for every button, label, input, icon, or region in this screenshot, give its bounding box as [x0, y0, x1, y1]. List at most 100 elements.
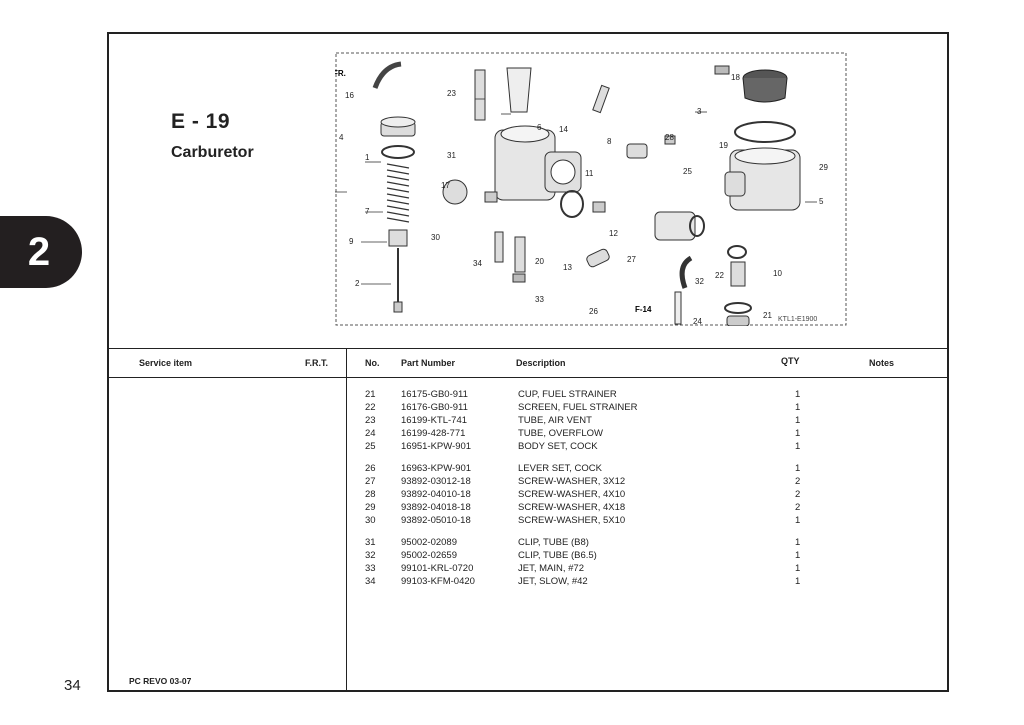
row-no: 22 [365, 402, 376, 413]
table-row: 26 16963-KPW-901 LEVER SET, COCK 1 [361, 463, 821, 476]
callout-27: 27 [627, 255, 636, 264]
row-description: SCREW-WASHER, 3X12 [518, 476, 626, 487]
row-qty: 1 [795, 563, 801, 574]
callout-26: 26 [589, 307, 598, 316]
row-no: 30 [365, 515, 376, 526]
callout-3: 3 [697, 107, 702, 116]
callout-20: 20 [535, 257, 544, 266]
row-part-number: 99101-KRL-0720 [401, 563, 474, 574]
page-frame: E - 19 Carburetor FR. [107, 32, 949, 692]
callout-6: 6 [537, 123, 542, 132]
row-qty: 1 [795, 428, 801, 439]
row-qty: 1 [795, 463, 801, 474]
header-no: No. [365, 358, 380, 368]
parts-list: 21 16175-GB0-911 CUP, FUEL STRAINER 1 22… [361, 389, 821, 589]
row-no: 32 [365, 550, 376, 561]
callout-28: 28 [665, 133, 674, 142]
table-row: 24 16199-428-771 TUBE, OVERFLOW 1 [361, 428, 821, 441]
callout-34: 34 [473, 259, 482, 268]
callout-29: 29 [819, 163, 828, 172]
row-description: TUBE, AIR VENT [518, 415, 592, 426]
callout-5: 5 [819, 197, 824, 206]
callout-25: 25 [683, 167, 692, 176]
row-qty: 2 [795, 476, 801, 487]
row-part-number: 93892-04018-18 [401, 502, 471, 513]
row-part-number: 16199-428-771 [401, 428, 466, 439]
callout-10: 10 [773, 269, 782, 278]
callout-7: 7 [365, 207, 370, 216]
callout-13: 13 [563, 263, 572, 272]
callout-11: 11 [585, 169, 594, 178]
row-description: SCREW-WASHER, 4X10 [518, 489, 626, 500]
table-row: 27 93892-03012-18 SCREW-WASHER, 3X12 2 [361, 476, 821, 489]
callout-30: 30 [431, 233, 440, 242]
table-column-divider [346, 348, 347, 692]
callout-33: 33 [535, 295, 544, 304]
table-row: 32 95002-02659 CLIP, TUBE (B6.5) 1 [361, 550, 821, 563]
row-part-number: 93892-03012-18 [401, 476, 471, 487]
row-no: 25 [365, 441, 376, 452]
callout-12: 12 [609, 229, 618, 238]
row-qty: 1 [795, 537, 801, 548]
row-no: 31 [365, 537, 376, 548]
table-row: 21 16175-GB0-911 CUP, FUEL STRAINER 1 [361, 389, 821, 402]
row-description: TUBE, OVERFLOW [518, 428, 603, 439]
row-qty: 2 [795, 489, 801, 500]
row-description: SCREEN, FUEL STRAINER [518, 402, 638, 413]
header-notes: Notes [869, 358, 895, 368]
callout-23: 23 [447, 89, 456, 98]
row-description: CLIP, TUBE (B8) [518, 537, 589, 548]
row-qty: 1 [795, 389, 801, 400]
row-part-number: 16951-KPW-901 [401, 441, 472, 452]
table-row: 28 93892-04010-18 SCREW-WASHER, 4X10 2 [361, 489, 821, 502]
row-no: 23 [365, 415, 376, 426]
row-description: LEVER SET, COCK [518, 463, 602, 474]
row-qty: 1 [795, 550, 801, 561]
callout-8: 8 [607, 137, 612, 146]
row-qty: 1 [795, 576, 801, 587]
row-no: 27 [365, 476, 376, 487]
row-part-number: 95002-02659 [401, 550, 457, 561]
row-part-number: 16199-KTL-741 [401, 415, 468, 426]
page-number: 34 [64, 677, 81, 694]
row-qty: 1 [795, 515, 801, 526]
header-part-number: Part Number [401, 358, 456, 368]
table-row: 22 16176-GB0-911 SCREEN, FUEL STRAINER 1 [361, 402, 821, 415]
view-label: F-14 [635, 305, 652, 314]
header-service-item: Service item [139, 358, 193, 368]
row-part-number: 16963-KPW-901 [401, 463, 472, 474]
callout-31: 31 [447, 151, 456, 160]
carburetor-exploded-diagram: FR. [335, 52, 847, 326]
table-row: 34 99103-KFM-0420 JET, SLOW, #42 1 [361, 576, 821, 589]
table-row: 33 99101-KRL-0720 JET, MAIN, #72 1 [361, 563, 821, 576]
row-description: SCREW-WASHER, 4X18 [518, 502, 626, 513]
callout-17: 17 [441, 181, 450, 190]
row-qty: 2 [795, 502, 801, 513]
chapter-tab: 2 [0, 216, 82, 288]
callout-19: 19 [719, 141, 728, 150]
row-part-number: 93892-05010-18 [401, 515, 471, 526]
row-part-number: 16175-GB0-911 [401, 389, 468, 400]
row-description: JET, MAIN, #72 [518, 563, 584, 574]
row-no: 29 [365, 502, 376, 513]
row-qty: 1 [795, 402, 801, 413]
row-description: CUP, FUEL STRAINER [518, 389, 617, 400]
row-no: 33 [365, 563, 376, 574]
table-top-rule [109, 348, 947, 349]
header-qty: QTY [781, 356, 800, 366]
callout-22: 22 [715, 271, 724, 280]
table-row: 23 16199-KTL-741 TUBE, AIR VENT 1 [361, 415, 821, 428]
row-no: 21 [365, 389, 376, 400]
row-qty: 1 [795, 415, 801, 426]
callout-32: 32 [695, 277, 704, 286]
table-row: 30 93892-05010-18 SCREW-WASHER, 5X10 1 [361, 515, 821, 528]
model-footer: PC REVO 03-07 [129, 676, 192, 686]
row-no: 26 [365, 463, 376, 474]
callout-9: 9 [349, 237, 354, 246]
table-header-rule [109, 377, 947, 378]
callout-16: 16 [345, 91, 354, 100]
row-qty: 1 [795, 441, 801, 452]
direction-label: FR. [335, 69, 346, 78]
section-code: E - 19 [171, 110, 231, 133]
row-description: BODY SET, COCK [518, 441, 598, 452]
